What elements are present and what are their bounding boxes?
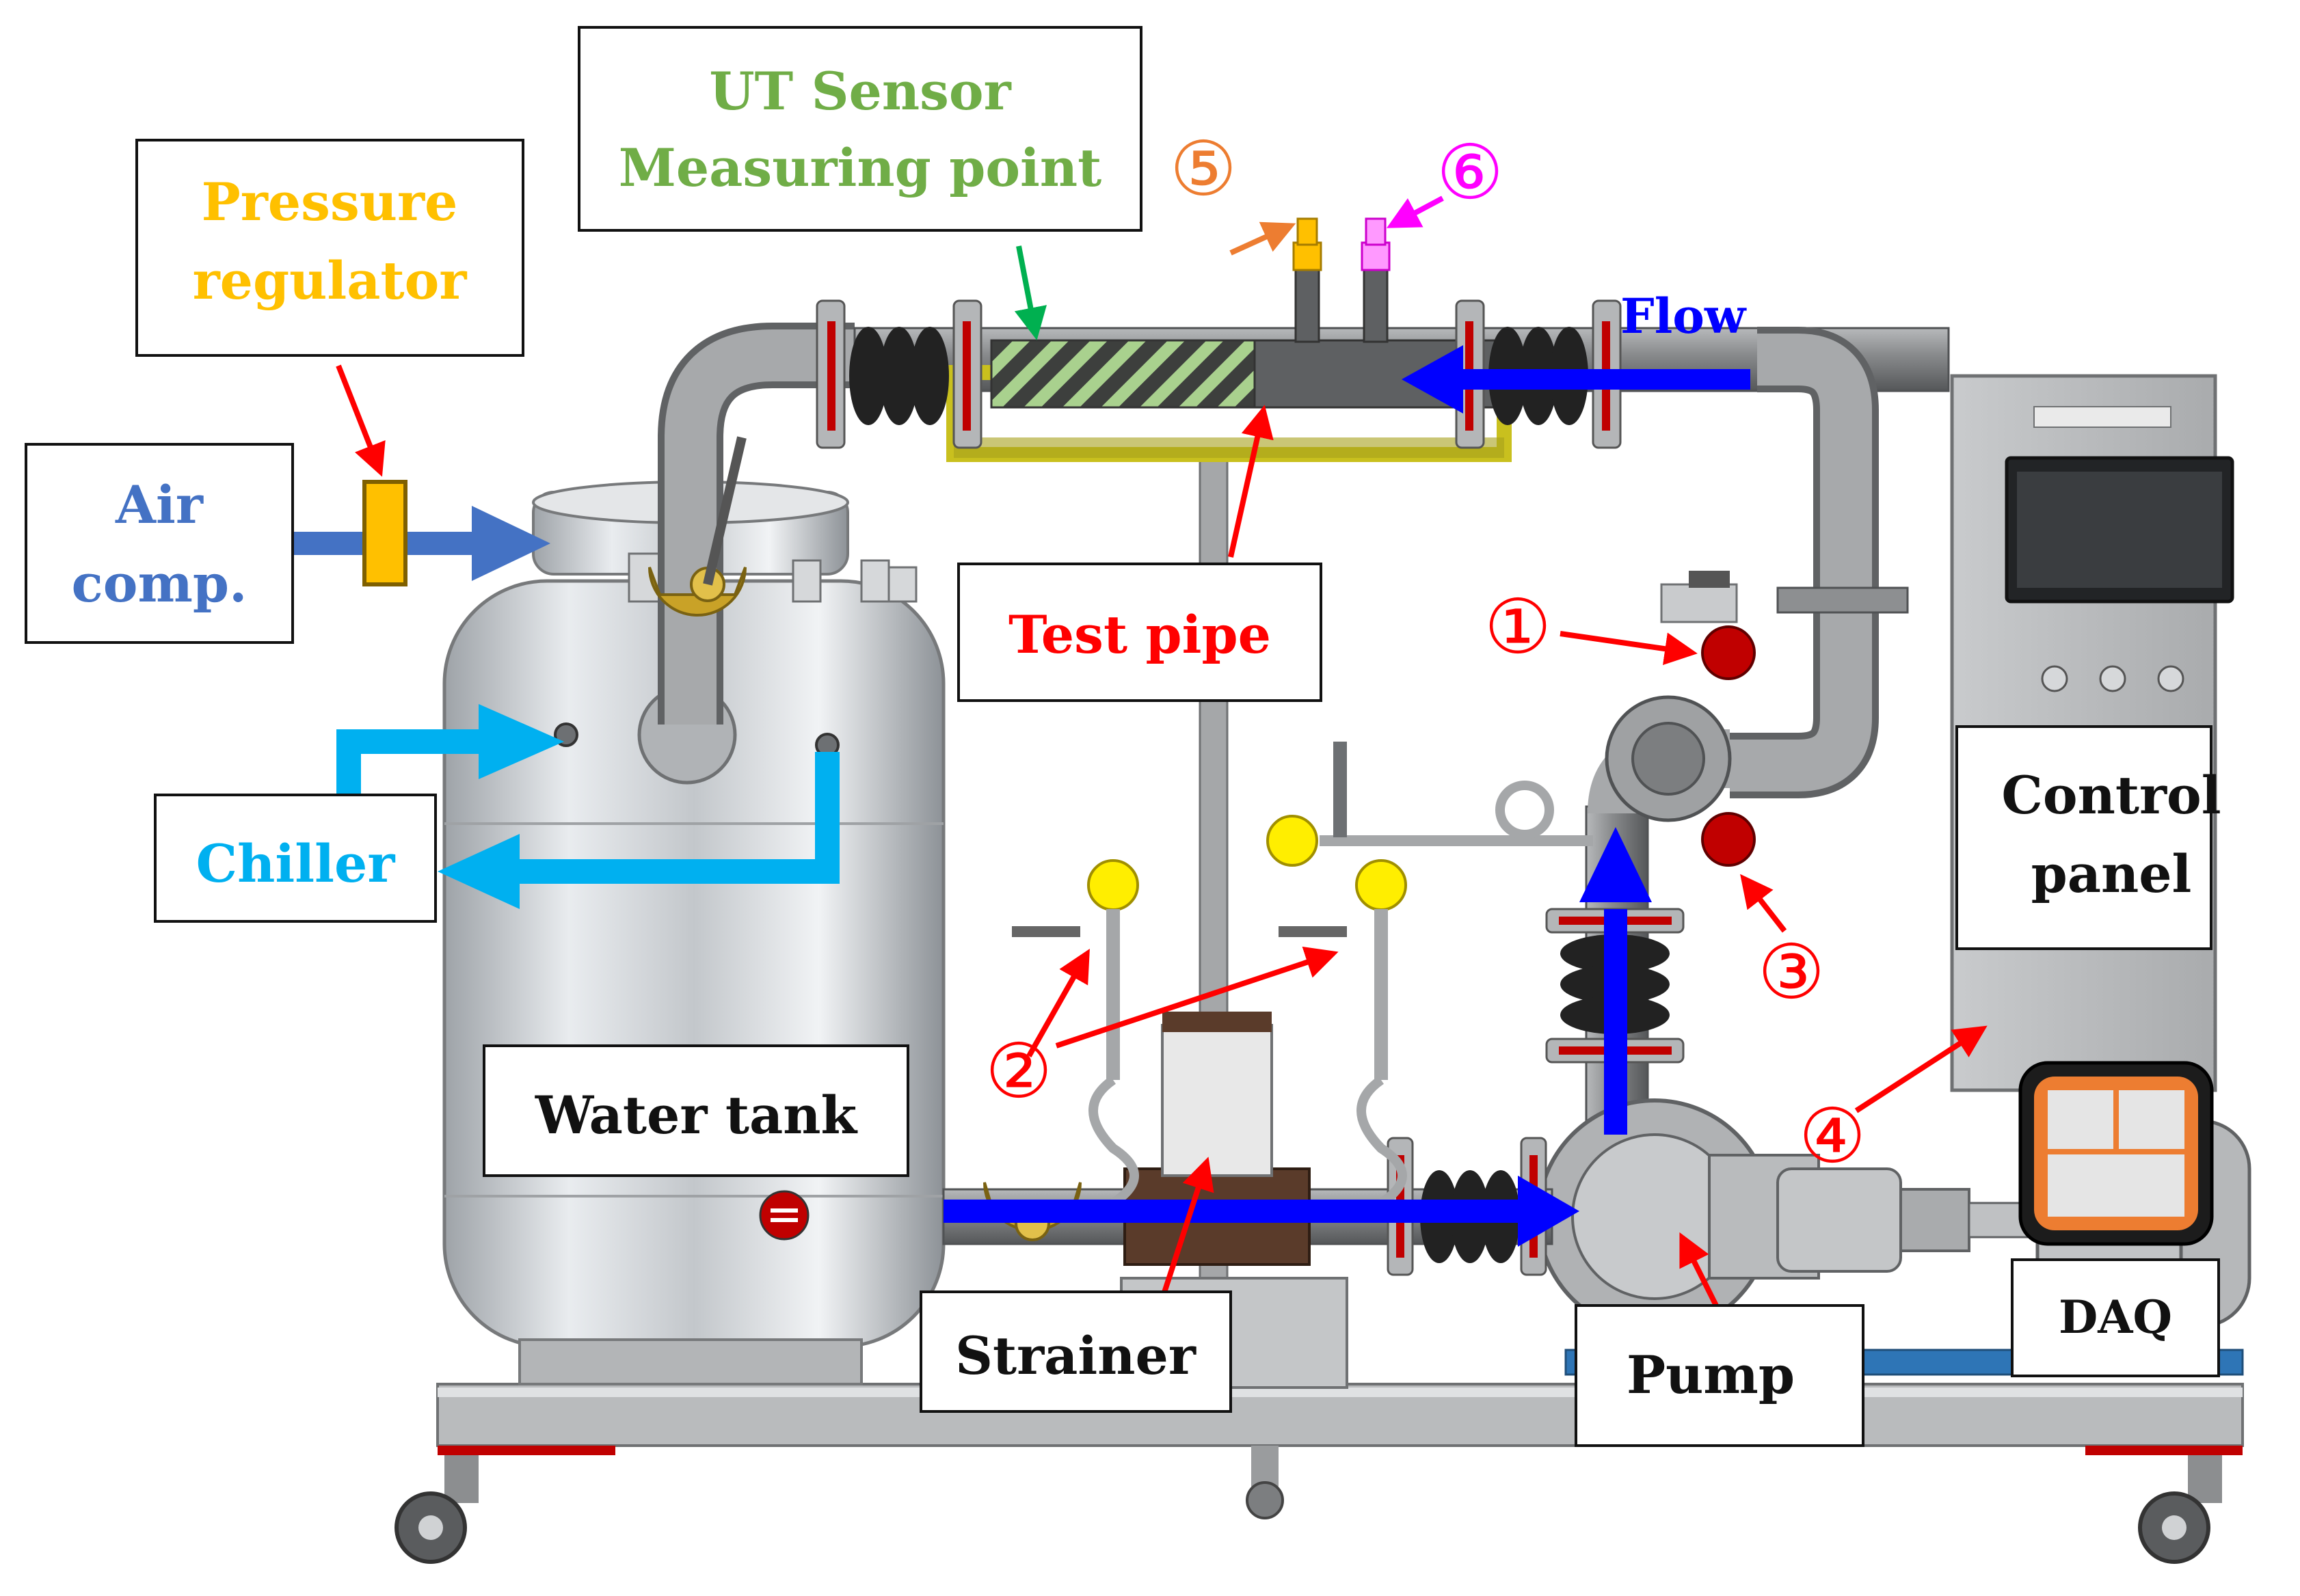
caster-wheel-right — [2138, 1455, 2222, 1564]
ut-sensor-region — [990, 339, 1256, 409]
strainer-label-box: Strainer — [920, 1290, 1232, 1413]
strainer-body — [1123, 1012, 1311, 1266]
flow-arrow-top — [1402, 345, 1750, 414]
air-line-arrow — [294, 480, 550, 586]
chiller-label: Chiller — [196, 833, 396, 894]
pressure-gauge-right — [1279, 859, 1407, 1207]
sensor-1-body — [1660, 571, 1756, 680]
marker-6: ⑥ — [1436, 129, 1504, 216]
control-panel-label-line1: Control — [2001, 765, 2221, 826]
pressure-regulator-label-line1: Pressure — [202, 172, 458, 232]
tank-nameplate — [759, 1190, 810, 1241]
marker-5: ⑤ — [1170, 125, 1238, 213]
water-tank-label-box: Water tank — [483, 1044, 909, 1177]
pump-label-box: Pump — [1575, 1304, 1864, 1447]
marker-2: ② — [985, 1027, 1053, 1115]
test-pipe-label-box: Test pipe — [957, 563, 1322, 702]
butterfly-valve-top — [648, 436, 747, 617]
water-tank-label: Water tank — [535, 1085, 858, 1146]
marker-4: ④ — [1799, 1092, 1867, 1180]
flow-arrow-pump-up — [1579, 827, 1652, 1135]
ut-sensor-label-line1: UT Sensor — [709, 61, 1011, 122]
daq-unit — [2018, 1061, 2214, 1246]
pump-label: Pump — [1627, 1344, 1795, 1405]
air-comp-label-line1: Air — [115, 474, 204, 535]
bellows-left — [816, 299, 982, 449]
caster-wheel-left — [395, 1455, 479, 1564]
pump-body — [1536, 1098, 2039, 1335]
marker-1: ① — [1484, 583, 1552, 671]
flow-arrow-suction — [944, 1176, 1579, 1247]
pressure-regulator-label-line2: regulator — [193, 250, 468, 311]
control-panel-label-box: Control panel — [1955, 725, 2221, 950]
callout-arrows — [336, 195, 1988, 1307]
chiller-supply-arrow — [336, 704, 564, 800]
pressure-gauge-left — [1012, 859, 1139, 1207]
sensor-3-body — [1701, 812, 1756, 867]
return-pipe — [658, 323, 855, 725]
chiller-label-box: Chiller — [154, 794, 437, 923]
chiller-return-arrow — [438, 752, 840, 909]
test-pipe-label: Test pipe — [1008, 604, 1271, 665]
air-comp-label-line2: comp. — [72, 553, 248, 614]
injection-line — [1266, 742, 1593, 867]
daq-label-box: DAQ — [2011, 1258, 2220, 1377]
ut-sensor-label-line2: Measuring point — [619, 137, 1102, 198]
control-panel-label-line2: panel — [2031, 843, 2192, 904]
flow-label: Flow — [1620, 288, 1747, 344]
daq-label: DAQ — [2059, 1290, 2172, 1344]
pressure-regulator-label-box: Pressure regulator — [135, 139, 524, 357]
drain-valve — [1246, 1446, 1284, 1519]
air-comp-label-box: Air comp. — [25, 443, 294, 644]
marker-3: ③ — [1758, 928, 1826, 1016]
strainer-label: Strainer — [955, 1325, 1196, 1386]
ut-sensor-label-box: UT Sensor Measuring point — [578, 26, 1142, 232]
